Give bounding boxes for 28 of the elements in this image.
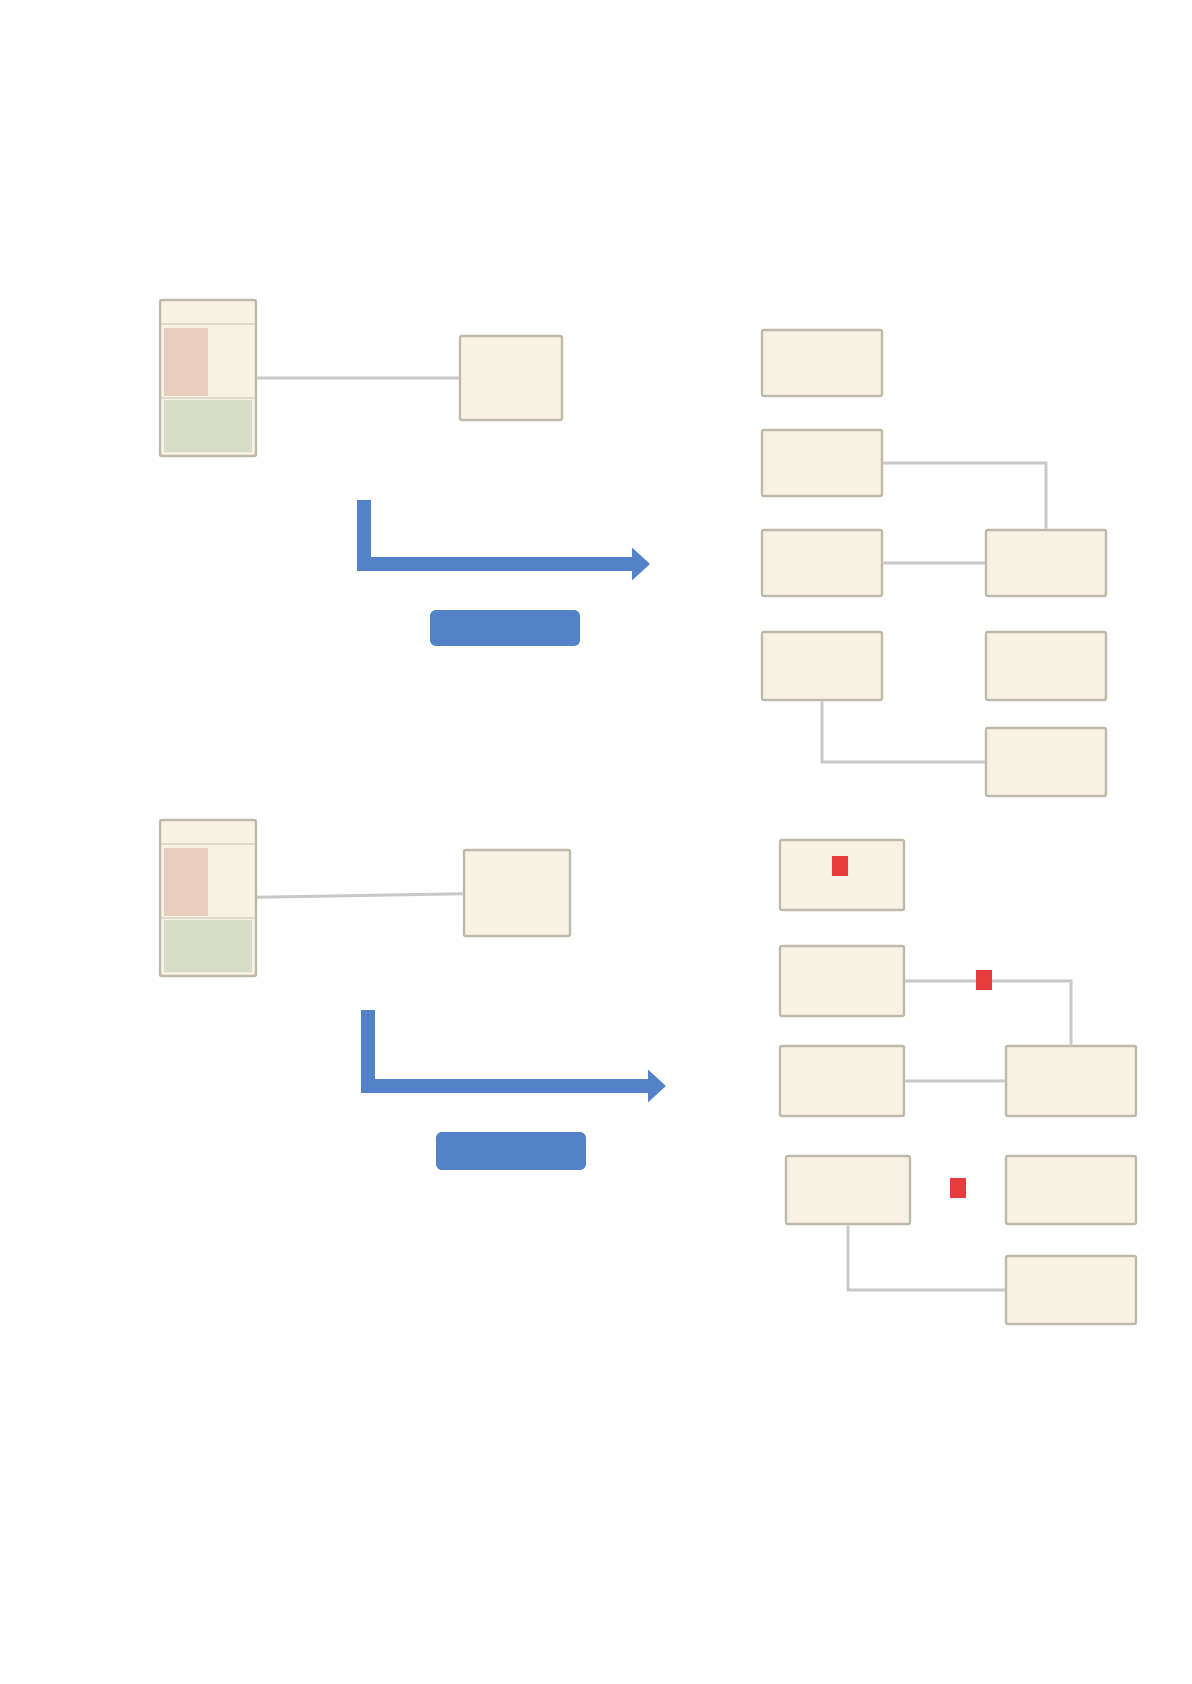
connector-line bbox=[820, 701, 985, 764]
class-box bbox=[760, 328, 884, 398]
class-box bbox=[1004, 1154, 1138, 1226]
class-box bbox=[1004, 1254, 1138, 1326]
class-box bbox=[778, 1044, 906, 1118]
class-box bbox=[760, 528, 884, 598]
class-box bbox=[984, 528, 1108, 598]
class-diagram-box bbox=[158, 298, 258, 458]
label-bar bbox=[430, 610, 580, 646]
class-box bbox=[778, 944, 906, 1018]
connector-line bbox=[257, 892, 463, 899]
label-bar bbox=[436, 1132, 586, 1170]
connector-line bbox=[905, 1079, 1005, 1083]
connector-line bbox=[883, 561, 985, 565]
connector-line bbox=[883, 461, 1048, 529]
connector-line bbox=[257, 376, 459, 380]
class-box bbox=[1004, 1044, 1138, 1118]
class-box bbox=[760, 630, 884, 702]
connector-line bbox=[905, 979, 1073, 1045]
class-box bbox=[760, 428, 884, 498]
class-box bbox=[462, 848, 572, 938]
connector-line bbox=[846, 1225, 1005, 1292]
class-box bbox=[784, 1154, 912, 1226]
class-box bbox=[458, 334, 564, 422]
class-box bbox=[778, 838, 906, 912]
class-box bbox=[984, 630, 1108, 702]
class-box bbox=[984, 726, 1108, 798]
class-diagram-box bbox=[158, 818, 258, 978]
